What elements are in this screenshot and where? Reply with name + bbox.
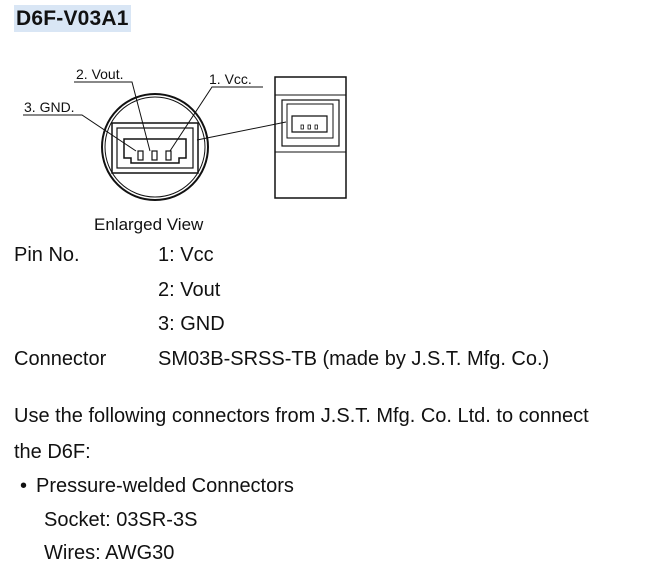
bullet-marker: •: [20, 475, 28, 497]
enlarged-view-caption: Enlarged View: [94, 215, 204, 234]
wires-spec: Wires: AWG30: [44, 542, 175, 564]
sensor-side-view: [274, 76, 347, 199]
enlarged-view-drawing: [101, 93, 209, 201]
pin-3-value: 3: GND: [158, 313, 225, 335]
pin-leader-lines: [23, 81, 287, 152]
pin-2-value: 2: Vout: [158, 279, 221, 301]
leader-to-side-view: [196, 121, 287, 141]
pin-no-label: Pin No.: [14, 244, 80, 266]
connector-socket-outline: [123, 138, 187, 164]
connector-value: SM03B-SRSS-TB (made by J.S.T. Mfg. Co.): [158, 348, 550, 370]
pin-3-terminal: [137, 150, 144, 161]
leader-vout: [74, 81, 151, 152]
model-title: D6F-V03A1: [14, 5, 131, 32]
connector-diagram: [23, 76, 347, 201]
label-pin-vout: 2. Vout.: [76, 66, 124, 82]
pin-1-terminal: [165, 150, 172, 161]
leader-vcc: [169, 86, 263, 152]
note-line-1: Use the following connectors from J.S.T.…: [14, 405, 589, 427]
enlarged-view-circle: [101, 93, 209, 201]
label-pin-vcc: 1. Vcc.: [209, 71, 252, 87]
bullet-heading: Pressure-welded Connectors: [36, 475, 294, 497]
connector-housing-outline: [111, 122, 199, 174]
label-pin-gnd: 3. GND.: [24, 99, 75, 115]
pin-1-value: 1: Vcc: [158, 244, 214, 266]
connector-label: Connector: [14, 348, 107, 370]
leader-gnd: [23, 114, 137, 152]
note-line-2: the D6F:: [14, 441, 91, 463]
socket-spec: Socket: 03SR-3S: [44, 509, 198, 531]
pin-2-terminal: [151, 150, 158, 161]
